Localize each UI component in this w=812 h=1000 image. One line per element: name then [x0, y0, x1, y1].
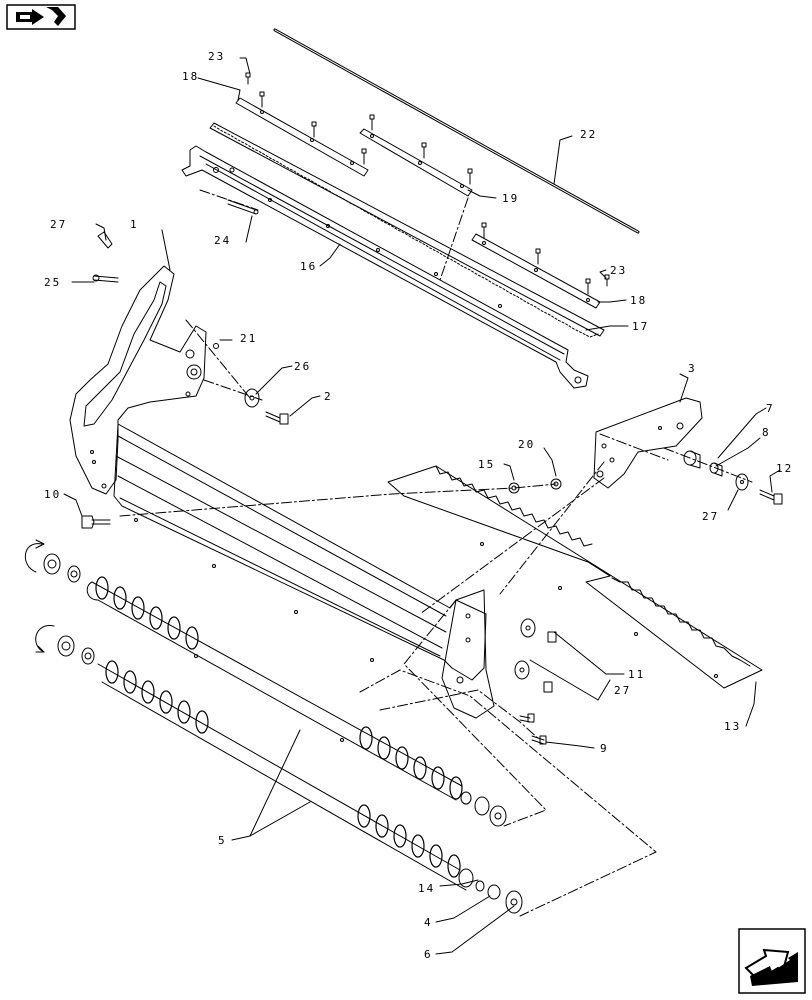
- auger-lower: [57, 635, 523, 914]
- part-24-pin: [227, 199, 259, 215]
- callout-20: 20: [518, 438, 535, 451]
- part-7-bushing: [683, 450, 701, 469]
- part-bolt-lower: [543, 681, 553, 693]
- callout-24: 24: [214, 234, 231, 247]
- alignment-lines: [119, 189, 753, 917]
- callout-1: 1: [130, 218, 139, 231]
- callout-13: 13: [724, 720, 741, 733]
- callout-12: 12: [776, 462, 793, 475]
- next-arrow-icon: [738, 928, 806, 994]
- callout-6: 6: [424, 948, 433, 961]
- part-11-bolt: [547, 631, 557, 643]
- part-1-side-plate: [69, 265, 207, 495]
- part-2-bolt: [265, 411, 289, 425]
- callout-26: 27: [50, 218, 67, 231]
- part-22-strip: [273, 28, 640, 234]
- part-27-washer-lower-b: [514, 660, 530, 680]
- callout-16: 16: [300, 260, 317, 273]
- callout-27: 26: [294, 360, 311, 373]
- callout-21: 21: [240, 332, 257, 345]
- callout-22: 22: [580, 128, 597, 141]
- callout-7: 7: [766, 402, 775, 415]
- part-9-bolt: [519, 713, 547, 745]
- next-button[interactable]: [738, 928, 806, 994]
- callout-17: 17: [632, 320, 649, 333]
- callout-5: 5: [218, 834, 227, 847]
- callout-11: 11: [628, 668, 645, 681]
- trough-housing: [113, 423, 487, 681]
- callout-9: 9: [600, 742, 609, 755]
- bolts-group: [245, 72, 610, 295]
- part-18-plate-lower: [471, 233, 601, 309]
- callout-14: 14: [418, 882, 435, 895]
- callout-25: 25: [44, 276, 61, 289]
- part-25-pin: [92, 274, 119, 283]
- part-13-cover: [387, 465, 763, 689]
- callout-15: 15: [478, 458, 495, 471]
- callout-labels: 23 18 22 19 27 1 24 23 25 16 18 17 21 26…: [44, 50, 793, 961]
- callout-19: 19: [502, 192, 519, 205]
- callout-23-right: 23: [610, 264, 627, 277]
- part-18-plate-upper: [235, 97, 369, 177]
- rotation-arrow-lower: [35, 625, 55, 653]
- callout-23: 23: [208, 50, 225, 63]
- part-26-clip: [97, 231, 113, 249]
- leader-lines: [63, 57, 781, 955]
- callout-18-right: 18: [630, 294, 647, 307]
- callout-2: 2: [324, 390, 333, 403]
- part-17-serrated-strip: [209, 122, 605, 338]
- callout-27-right: 27: [702, 510, 719, 523]
- part-27-washer-upper: [244, 388, 260, 408]
- rotation-arrow-upper: [25, 539, 45, 573]
- part-10-plug: [81, 515, 111, 529]
- part-27-washer-lower-a: [520, 618, 536, 638]
- callout-8: 8: [762, 426, 771, 439]
- callout-27-lower: 27: [614, 684, 631, 697]
- part-27-washer-right: [735, 473, 749, 491]
- part-21-fitting: [213, 343, 219, 349]
- callout-4: 4: [424, 916, 433, 929]
- callout-10: 10: [44, 488, 61, 501]
- back-arrow-icon: [6, 4, 76, 30]
- end-plate: [441, 589, 495, 719]
- part-3-bracket: [593, 397, 703, 489]
- part-19-plate: [359, 128, 473, 197]
- auger-upper: [43, 553, 507, 827]
- part-12-bolt: [759, 489, 783, 505]
- part-16-angle-bracket: [181, 145, 589, 389]
- callout-3: 3: [688, 362, 697, 375]
- back-button[interactable]: [6, 4, 76, 30]
- callout-18: 18: [182, 70, 199, 83]
